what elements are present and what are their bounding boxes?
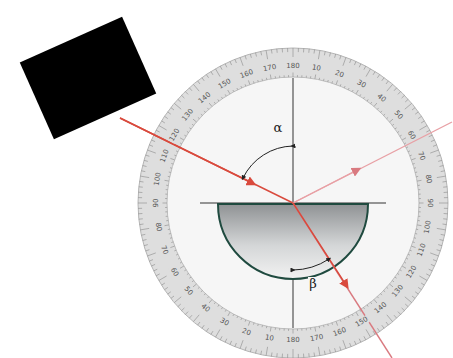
scale-number: 80 xyxy=(153,221,163,233)
scale-number: 180 xyxy=(285,336,300,344)
scale-ticks xyxy=(138,48,448,358)
refracted-ray xyxy=(293,203,392,358)
scale-number: 80 xyxy=(423,173,433,185)
protractor-ring xyxy=(138,48,448,358)
angle-label: α xyxy=(273,121,284,135)
incident-arrow xyxy=(120,118,252,183)
glass-semicircle xyxy=(218,204,368,279)
incident-ray xyxy=(120,118,293,203)
reflected-ray xyxy=(293,122,452,203)
beta-arc xyxy=(293,259,329,270)
scale-number: 10 xyxy=(263,333,275,343)
scale-number: 180 xyxy=(285,62,300,70)
angle-label: β xyxy=(308,277,318,291)
reflected-arrow xyxy=(293,170,357,203)
laser-box xyxy=(20,17,156,139)
refracted-arrow xyxy=(293,203,346,285)
scale-number: 10 xyxy=(311,63,323,73)
alpha-arc xyxy=(243,146,293,178)
scale-number: 90 xyxy=(152,198,160,209)
protractor-face xyxy=(167,77,419,329)
scale-number: 90 xyxy=(426,198,434,209)
